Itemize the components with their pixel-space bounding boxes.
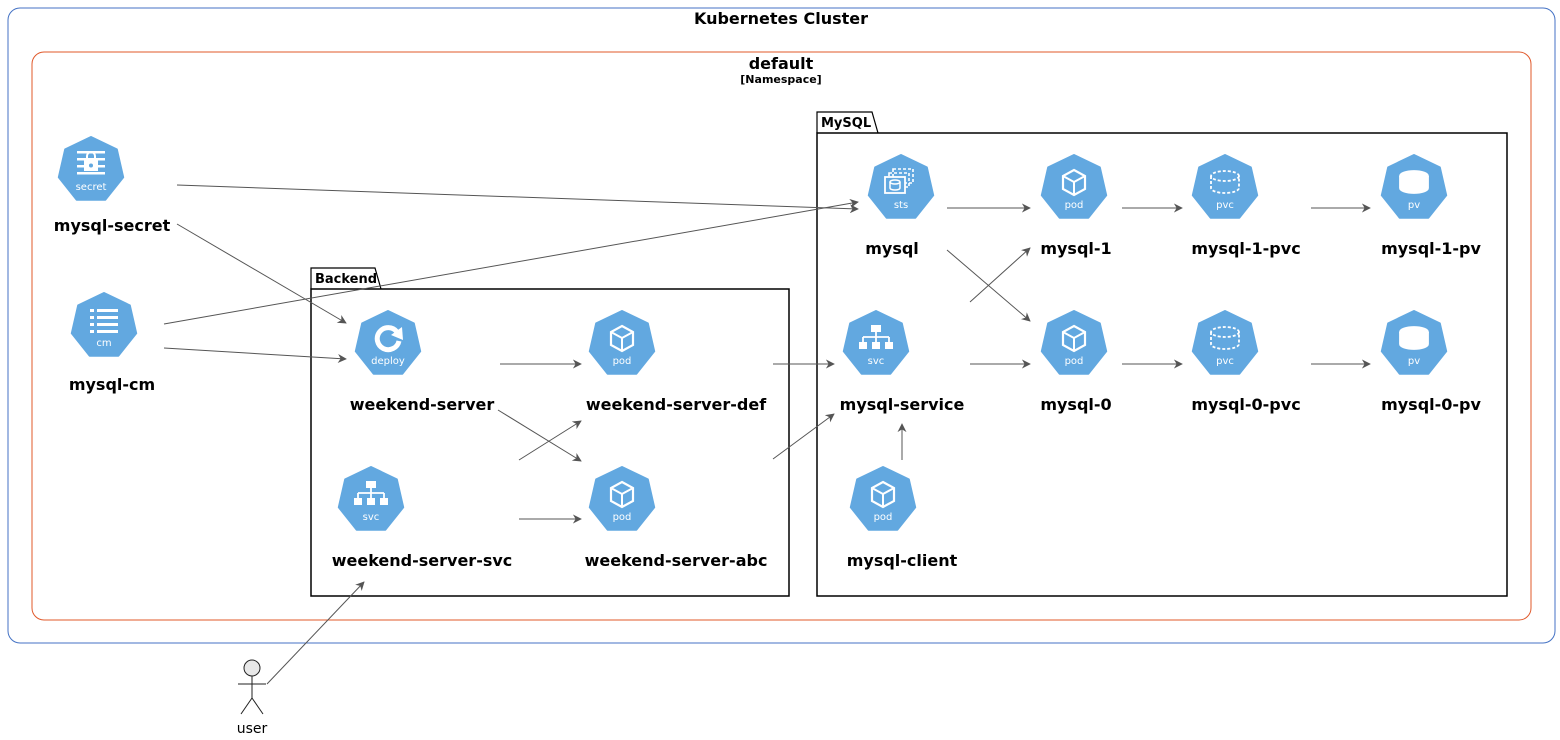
node-kind-label: pod [874,512,893,523]
cluster-frame [7,7,1556,644]
node-mysql-client: pod mysql-client [847,466,958,570]
edge-user-svc [266,581,365,685]
node-kind-label: svc [868,356,885,367]
pv-icon: pv [1380,310,1448,375]
node-mysql-1-pv: pv mysql-1-pv [1380,154,1482,258]
node-kind-label: svc [363,512,380,523]
node-kind-label: sts [894,200,908,211]
node-weekend-server: deploy weekend-server [350,310,495,414]
edge-cm-deploy [163,347,347,364]
node-label: mysql-0 [1040,395,1111,414]
node-label: mysql [865,239,919,258]
user-actor [238,659,266,715]
pv-icon: pv [1380,154,1448,219]
node-mysql-1: pod mysql-1 [1040,154,1112,258]
node-weekend-server-abc: pod weekend-server-abc [585,466,768,570]
node-kind-label: pod [613,512,632,523]
mysql-package-tab [816,111,879,134]
svc-icon: svc [337,466,405,531]
node-kind-label: pod [613,356,632,367]
node-mysql-1-pvc: pvc mysql-1-pvc [1191,154,1301,258]
edge-cm-mysql [163,198,859,325]
node-mysql-service: svc mysql-service [840,310,965,414]
node-mysql-0-pv: pv mysql-0-pv [1380,310,1482,414]
node-label: mysql-service [840,395,965,414]
pvc-icon: pvc [1191,310,1259,375]
namespace-frame [31,51,1532,621]
pod-icon: pod [1040,310,1108,375]
node-label: mysql-0-pvc [1191,395,1300,414]
node-label: mysql-cm [69,375,155,394]
user-head [243,659,261,677]
node-label: mysql-1-pvc [1191,239,1300,258]
node-kind-label: pod [1065,356,1084,367]
pod-icon: pod [1040,154,1108,219]
edge-secret-deploy [176,223,347,324]
node-mysql-0-pvc: pvc mysql-0-pvc [1191,310,1301,414]
edge-deploy-abc [497,409,582,462]
edge-svc-mysql1 [969,247,1031,303]
namespace-title: default [749,54,814,73]
node-mysql-0: pod mysql-0 [1040,310,1112,414]
node-label: weekend-server [350,395,495,414]
backend-package-tab [310,267,382,290]
node-kind-label: pod [1065,200,1084,211]
edge-abc-mysqlsvc [772,413,835,460]
node-kind-label: secret [76,182,107,193]
pvc-icon: pvc [1191,154,1259,219]
node-kind-label: pv [1408,200,1420,211]
node-label: mysql-0-pv [1381,395,1481,414]
edge-secret-mysql [176,184,859,214]
node-label: weekend-server-abc [585,551,768,570]
sts-icon: sts [867,154,935,219]
deploy-icon: deploy [354,310,422,375]
cluster-title: Kubernetes Cluster [694,9,868,28]
node-kind-label: pv [1408,356,1420,367]
node-mysql-cm: cm mysql-cm [69,292,155,394]
pod-icon: pod [588,466,656,531]
node-kind-label: cm [96,338,111,349]
edge-svc-def [518,420,582,461]
backend-package [310,288,790,597]
secret-icon: secret [57,136,125,201]
node-label: mysql-1-pv [1381,239,1481,258]
svc-icon: svc [842,310,910,375]
user-label: user [237,721,268,737]
backend-package-title: Backend [315,272,377,287]
node-mysql-secret: secret mysql-secret [54,136,171,235]
node-kind-label: pvc [1216,356,1234,367]
node-label: weekend-server-def [586,395,767,414]
node-kind-label: pvc [1216,200,1234,211]
node-mysql: sts mysql [865,154,935,258]
pod-icon: pod [588,310,656,375]
node-label: mysql-secret [54,216,171,235]
edges [163,184,1371,685]
pod-icon: pod [849,466,917,531]
node-label: weekend-server-svc [332,551,513,570]
node-weekend-server-svc: svc weekend-server-svc [332,466,513,570]
node-weekend-server-def: pod weekend-server-def [586,310,767,414]
cm-icon: cm [70,292,138,357]
node-label: mysql-1 [1040,239,1111,258]
node-kind-label: deploy [371,356,405,367]
mysql-package-title: MySQL [821,116,871,131]
node-label: mysql-client [847,551,958,570]
namespace-type: [Namespace] [740,73,821,86]
